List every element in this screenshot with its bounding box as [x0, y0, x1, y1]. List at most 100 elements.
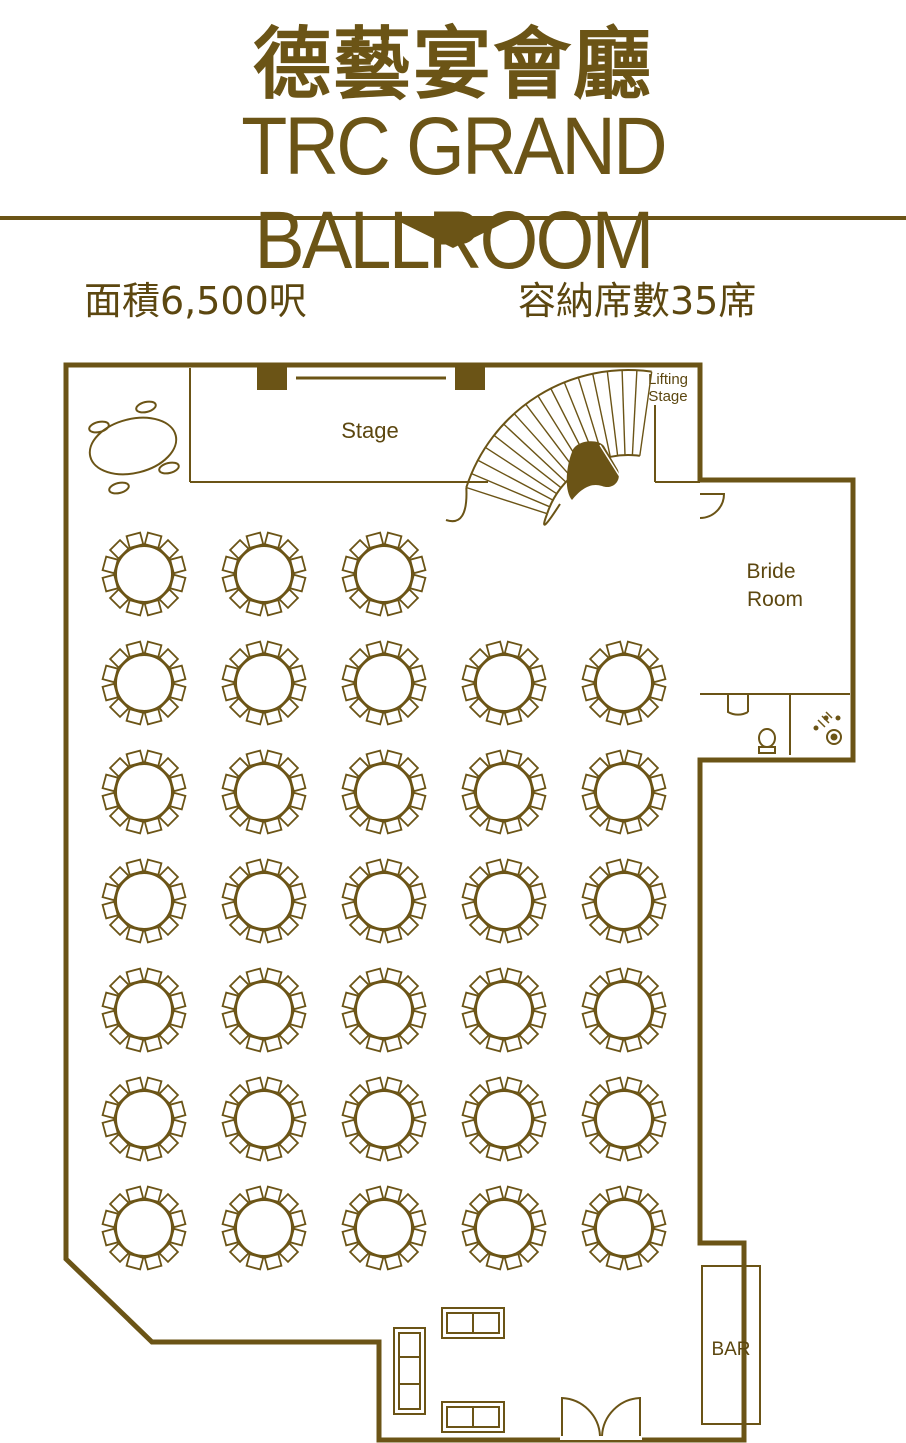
chair — [605, 858, 625, 876]
chair — [278, 806, 300, 828]
chair — [485, 817, 505, 835]
chair — [125, 531, 145, 549]
round-table — [581, 1185, 667, 1271]
entrance-doors[interactable] — [560, 1396, 642, 1440]
table-top — [475, 654, 533, 712]
chair — [245, 1185, 265, 1203]
chair — [581, 1009, 599, 1029]
chair — [461, 1009, 479, 1029]
chair — [581, 773, 599, 793]
chair — [409, 682, 427, 702]
chair — [278, 647, 300, 669]
chair — [518, 915, 540, 937]
chair — [125, 1076, 145, 1094]
chair — [365, 1035, 385, 1053]
chair — [278, 756, 300, 778]
area-info: 面積6,500呎 — [84, 279, 307, 323]
chair — [468, 756, 490, 778]
chair — [409, 882, 427, 902]
stage — [189, 366, 488, 483]
chair — [623, 708, 643, 726]
chair — [638, 756, 660, 778]
chair — [143, 749, 163, 767]
chair — [588, 974, 610, 996]
chair — [461, 900, 479, 920]
chair — [529, 1209, 547, 1229]
chair — [289, 900, 307, 920]
chair — [503, 1253, 523, 1271]
chair — [108, 1024, 130, 1046]
chair — [125, 599, 145, 617]
chair — [649, 1227, 667, 1247]
table-top — [475, 1090, 533, 1148]
chair — [518, 974, 540, 996]
chair — [341, 573, 359, 593]
round-table — [221, 1076, 307, 1162]
bride-room-label-2: Room — [747, 588, 803, 611]
chair — [398, 1083, 420, 1105]
outer-walls — [63, 362, 856, 1443]
chair — [228, 865, 250, 887]
stair-step — [606, 371, 619, 456]
chair — [263, 858, 283, 876]
chair — [623, 749, 643, 767]
chair — [348, 915, 370, 937]
chair — [289, 1118, 307, 1138]
round-table — [341, 640, 427, 726]
chair — [468, 697, 490, 719]
chair — [169, 682, 187, 702]
round-table — [461, 749, 547, 835]
chair — [623, 858, 643, 876]
chair — [605, 817, 625, 835]
chair — [409, 1009, 427, 1029]
chair — [638, 697, 660, 719]
bride-room — [699, 493, 850, 755]
title-chinese: 德藝宴會廳 — [252, 19, 653, 110]
chair — [228, 1024, 250, 1046]
round-table — [101, 967, 187, 1053]
chair — [228, 1133, 250, 1155]
chair — [365, 599, 385, 617]
chair — [228, 1083, 250, 1105]
chair — [348, 647, 370, 669]
chair — [518, 647, 540, 669]
title-english: TRC GRAND BALLROOM — [241, 101, 667, 286]
round-table — [581, 1076, 667, 1162]
chair — [158, 647, 180, 669]
chair — [221, 1209, 239, 1229]
table-top — [115, 981, 173, 1039]
chair — [623, 817, 643, 835]
chair — [468, 1242, 490, 1264]
chair — [101, 991, 119, 1011]
chair — [143, 858, 163, 876]
chair — [263, 640, 283, 658]
chair — [143, 1144, 163, 1162]
chair — [169, 664, 187, 684]
chair — [529, 664, 547, 684]
shower-icon — [813, 711, 842, 745]
chair — [143, 531, 163, 549]
table-top — [235, 1199, 293, 1257]
chair — [108, 697, 130, 719]
chair — [649, 882, 667, 902]
chair — [125, 1144, 145, 1162]
chair — [649, 991, 667, 1011]
stair-step — [485, 446, 558, 495]
chair — [461, 1118, 479, 1138]
chair — [245, 1253, 265, 1271]
bar-label: BAR — [711, 1339, 750, 1360]
chair — [158, 1024, 180, 1046]
round-table — [101, 858, 187, 944]
chair — [461, 791, 479, 811]
chair — [461, 991, 479, 1011]
chair — [383, 599, 403, 617]
chair — [125, 858, 145, 876]
stair-step — [639, 371, 653, 456]
chair — [245, 817, 265, 835]
chair — [518, 865, 540, 887]
chair — [125, 926, 145, 944]
chair — [341, 1118, 359, 1138]
chair — [468, 647, 490, 669]
chair — [468, 915, 490, 937]
